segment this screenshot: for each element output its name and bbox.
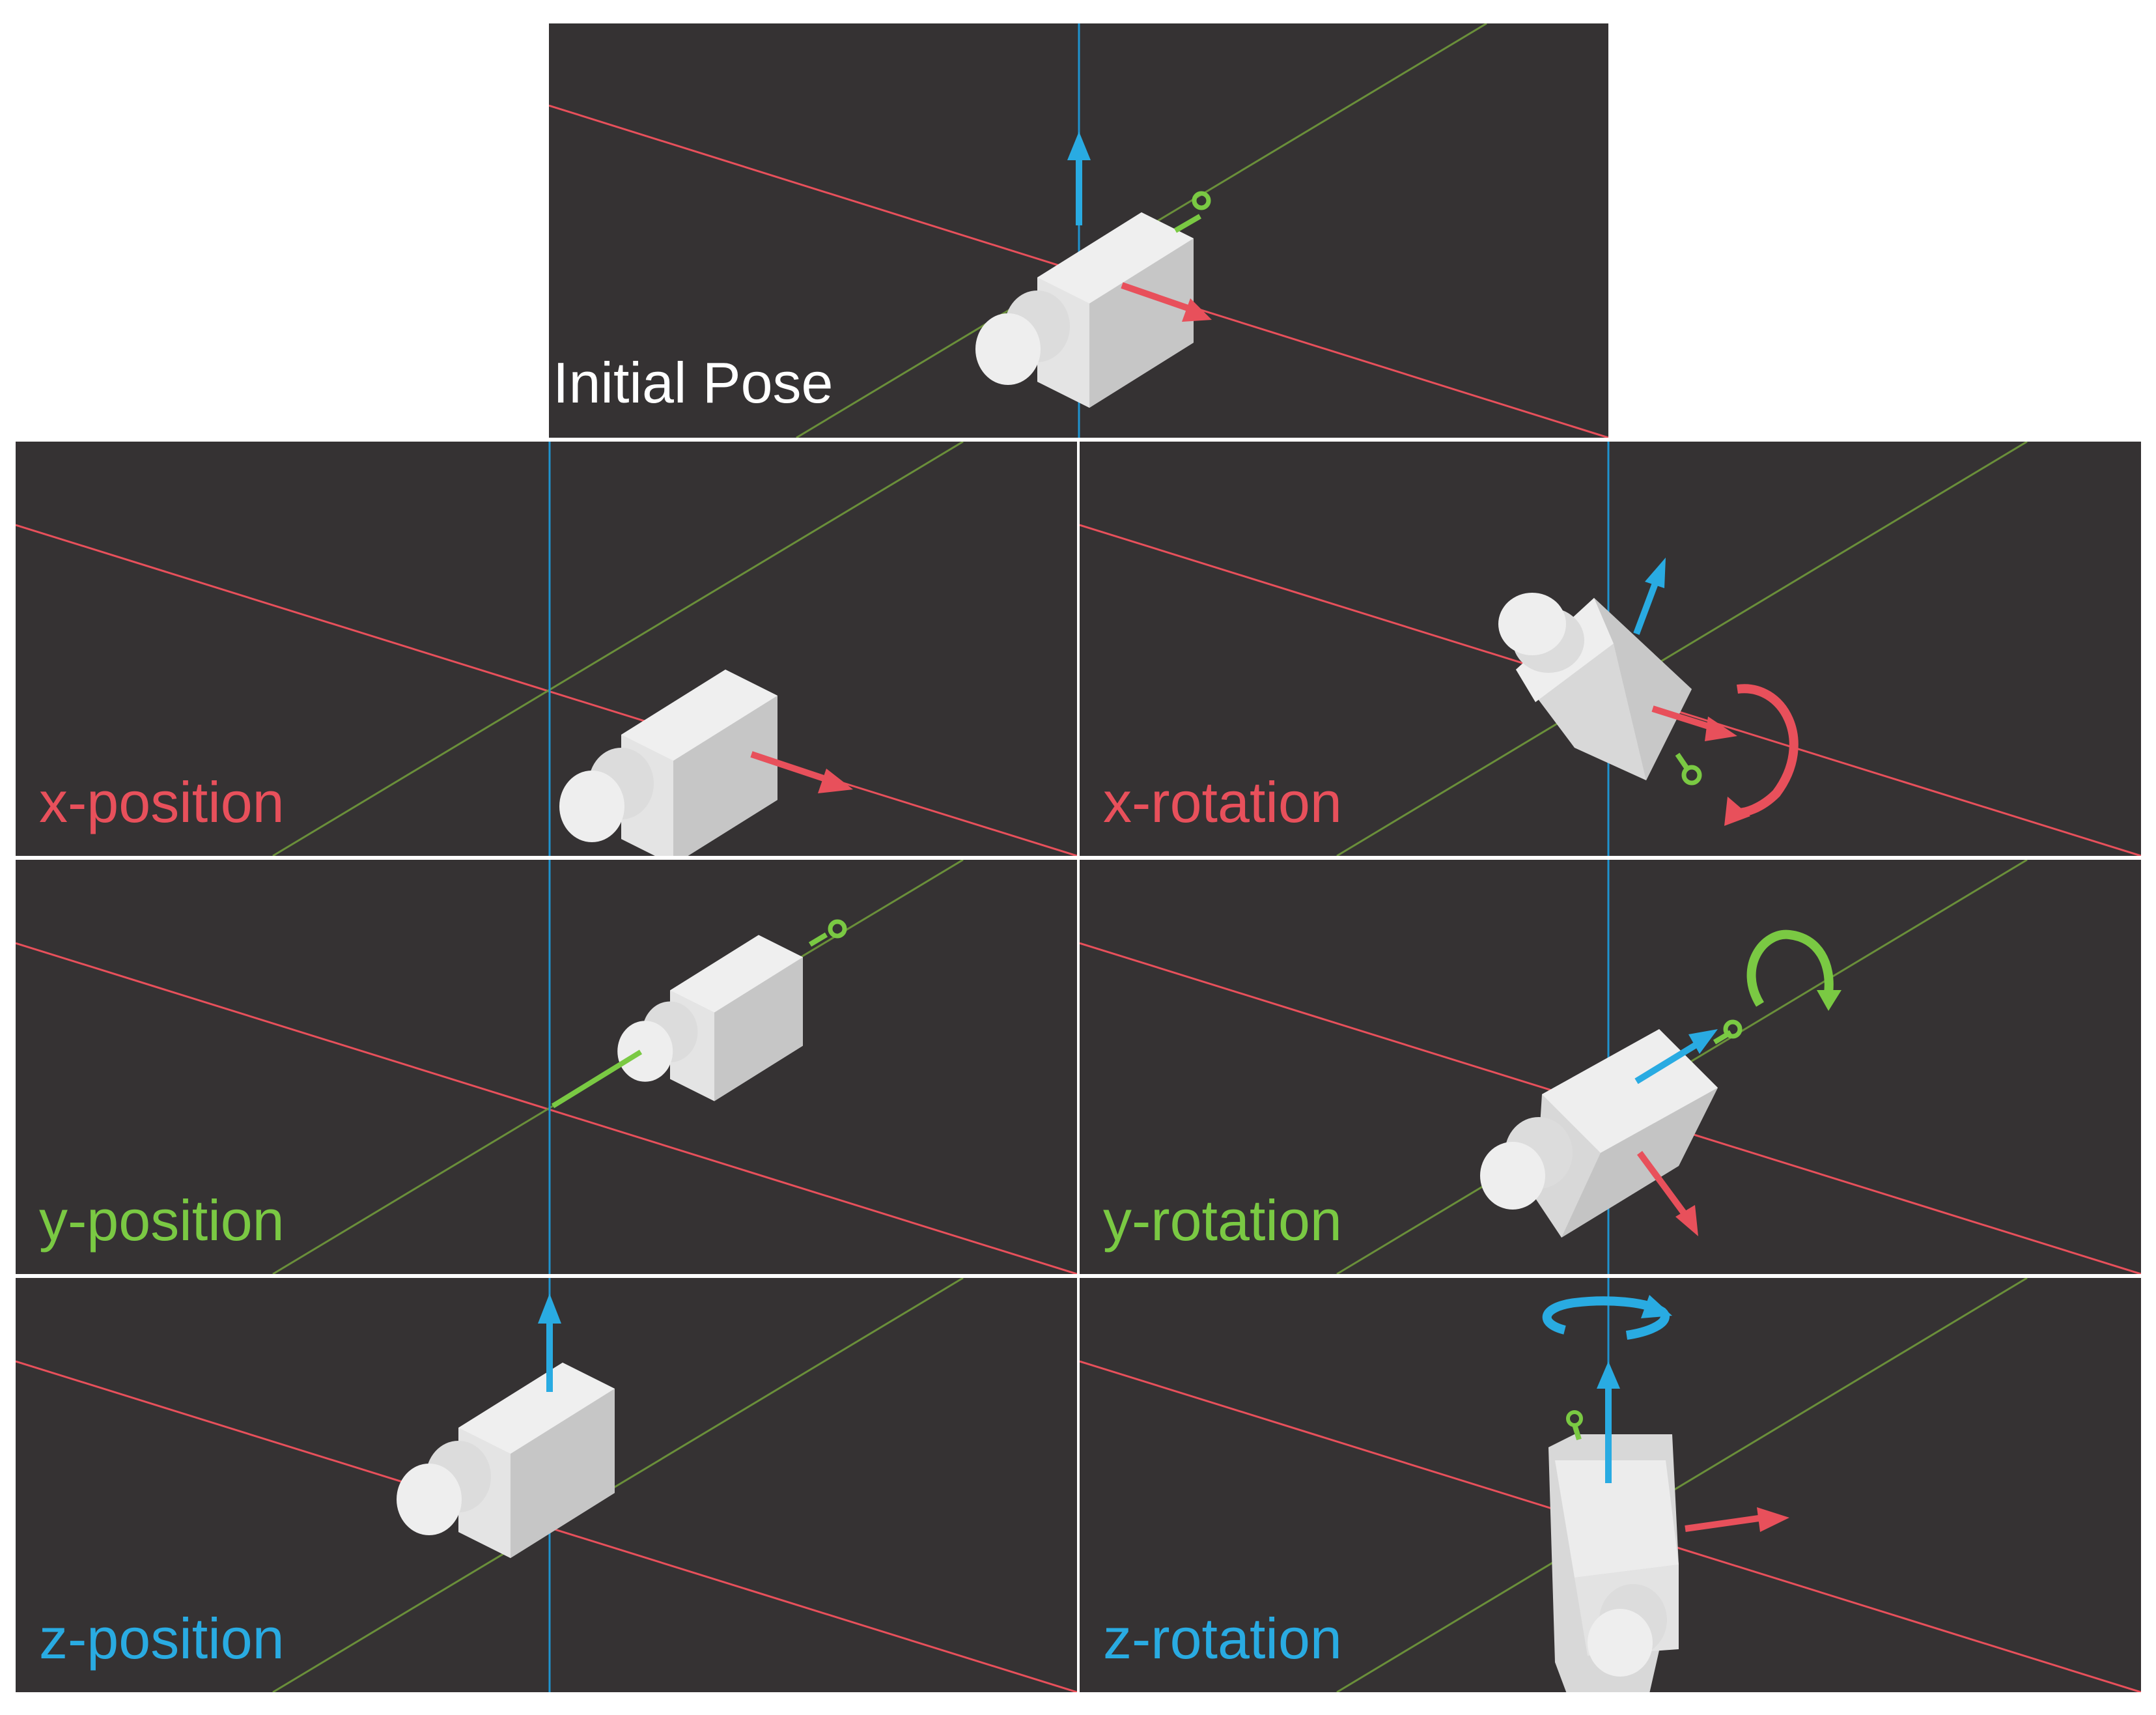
camera-icon (617, 935, 803, 1101)
y-axis-line (1336, 442, 2028, 856)
panel-label-z-position: z-position (39, 1606, 285, 1671)
camera-icon (1548, 1434, 1679, 1692)
panel-x-rotation: x-rotation (1080, 442, 2141, 856)
z-arrow (1633, 558, 1666, 635)
panel-initial-pose: Initial Pose (549, 23, 1608, 438)
z-arrow (538, 1294, 561, 1392)
camera-icon (975, 212, 1194, 408)
panel-label-initial-pose: Initial Pose (553, 350, 833, 415)
panel-x-position: x-position (16, 442, 1077, 856)
x-arrow (1121, 282, 1212, 322)
y-arrow (551, 919, 847, 1109)
y-axis-line (272, 442, 964, 856)
panel-y-position: y-position (16, 860, 1077, 1274)
z-position-scene (16, 1278, 1077, 1692)
panel-label-x-rotation: x-rotation (1103, 770, 1342, 834)
y-rotation-scene (1080, 860, 2141, 1274)
x-arrow (1636, 1151, 1698, 1236)
y-arrow (1675, 752, 1702, 786)
z-arrow (1067, 132, 1091, 225)
y-axis-line (272, 1278, 964, 1692)
y-arrow (1566, 1410, 1583, 1441)
y-rotation-curl-icon (1746, 929, 1841, 1011)
z-rotation-curl-icon (1542, 1295, 1672, 1340)
y-position-scene (16, 860, 1077, 1274)
z-arrow (1597, 1361, 1620, 1483)
panel-z-position: z-position (16, 1278, 1077, 1692)
z-arrow (1634, 1029, 1718, 1084)
camera-icon (1498, 593, 1692, 780)
panel-z-rotation: z-rotation (1080, 1278, 2141, 1692)
x-arrow (750, 751, 853, 793)
z-rotation-scene (1080, 1278, 2141, 1692)
camera-icon (559, 670, 777, 856)
camera-icon (397, 1363, 615, 1558)
panel-label-y-rotation: y-rotation (1103, 1188, 1342, 1253)
panel-y-rotation: y-rotation (1080, 860, 2141, 1274)
x-position-scene (16, 442, 1077, 856)
x-arrow (1685, 1507, 1789, 1532)
panel-label-y-position: y-position (39, 1188, 285, 1253)
panel-label-z-rotation: z-rotation (1103, 1606, 1342, 1671)
y-arrow (1173, 191, 1211, 233)
initial-pose-scene (549, 23, 1608, 438)
y-arrow (1713, 1019, 1743, 1045)
y-axis-line (1336, 1278, 2028, 1692)
x-rotation-curl-icon (1724, 684, 1799, 826)
panel-label-x-position: x-position (39, 770, 285, 834)
x-rotation-scene (1080, 442, 2141, 856)
x-axis-line (16, 524, 1077, 856)
x-axis-line (16, 942, 1077, 1274)
x-arrow (1651, 705, 1737, 741)
